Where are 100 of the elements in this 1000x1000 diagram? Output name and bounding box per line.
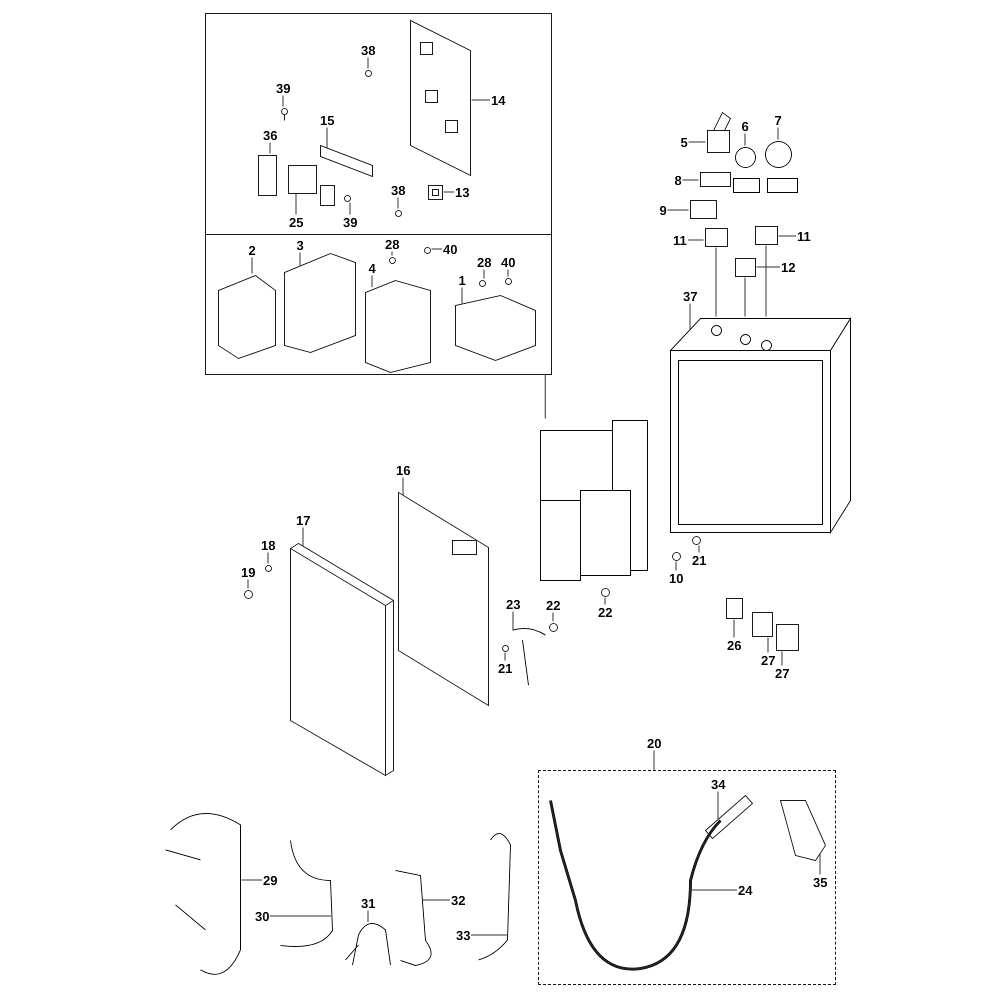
power-supply-drawing	[282, 252, 356, 354]
callout-number: 18	[260, 538, 276, 552]
wire-harness-drawing	[278, 838, 334, 948]
terminal-block-drawing	[286, 164, 336, 206]
callout-number: 10	[668, 570, 684, 586]
wire-harness-drawing	[476, 832, 512, 962]
callout-number: 23	[505, 596, 522, 612]
callout-number: 17	[295, 512, 312, 528]
cable-drawing	[548, 798, 722, 970]
leader-line	[698, 545, 700, 553]
wire-harness-drawing	[164, 812, 242, 976]
bracket-drawing	[426, 184, 444, 200]
callout-number: 38	[360, 42, 376, 58]
component-assembly-drawing	[538, 418, 648, 582]
callout-number: 39	[275, 80, 292, 96]
callout-number: 31	[360, 896, 376, 910]
nut-icon	[364, 68, 372, 78]
callout-number: 24	[737, 882, 754, 898]
callout-number: 20	[646, 736, 662, 750]
callout-number: 28	[384, 236, 400, 252]
callout-number: 21	[691, 552, 708, 568]
washer-icon	[500, 644, 510, 652]
callout-number: 21	[497, 660, 514, 676]
leader-line	[544, 374, 546, 419]
callout-number: 27	[774, 666, 790, 680]
callout-number: 1	[458, 272, 467, 288]
nut-icon	[504, 276, 512, 286]
callout-number: 32	[450, 892, 466, 908]
washer-icon	[264, 564, 272, 572]
callout-number: 5	[680, 134, 689, 150]
callout-number: 40	[500, 254, 516, 270]
wire-harness-drawing	[394, 868, 432, 966]
callout-number: 8	[674, 172, 683, 188]
callout-number: 22	[597, 604, 614, 620]
nut-icon	[690, 534, 702, 546]
callout-number: 15	[319, 112, 336, 128]
contact-block-drawing	[754, 224, 778, 246]
screw-icon	[478, 278, 486, 288]
callout-number: 40	[442, 242, 458, 256]
screw-icon	[242, 588, 254, 600]
leader-line	[504, 652, 506, 661]
leader-line	[282, 95, 284, 107]
callout-number: 7	[774, 112, 783, 128]
callout-number: 14	[490, 92, 506, 108]
callout-number: 13	[454, 184, 470, 200]
cable-gland-drawing	[774, 622, 800, 652]
leader-line	[744, 133, 746, 146]
emergency-stop-drawing	[764, 140, 798, 194]
din-rail-drawing	[318, 144, 374, 178]
callout-number: 4	[368, 260, 377, 276]
mounting-plate-drawing	[408, 18, 472, 176]
nut-icon	[548, 622, 558, 632]
callout-number: 30	[254, 908, 270, 924]
callout-number: 29	[262, 872, 278, 888]
callout-number: 26	[726, 638, 742, 652]
contact-holder-drawing	[698, 170, 732, 188]
nut-icon	[422, 246, 432, 254]
leader-line	[756, 266, 780, 268]
enclosure-drawing	[668, 316, 852, 534]
callout-number: 25	[288, 214, 304, 230]
callout-number: 2	[248, 242, 257, 258]
mounting-plate-drawing	[396, 490, 490, 706]
plug-drawing	[778, 798, 826, 862]
screw-icon	[342, 194, 352, 202]
leader-line	[604, 597, 606, 605]
callout-number: 36	[262, 128, 278, 142]
selector-switch-drawing	[706, 110, 732, 154]
kit-boundary	[538, 770, 836, 985]
cable-gland-drawing	[724, 596, 744, 620]
callout-number: 9	[658, 202, 668, 218]
callout-number: 19	[240, 564, 256, 580]
callout-number: 38	[390, 182, 406, 198]
callout-number: 3	[296, 238, 305, 252]
end-stop-drawing	[256, 154, 278, 196]
motor-starter-drawing	[364, 278, 432, 374]
cable-gland-drawing	[750, 610, 774, 638]
callout-number: 33	[455, 928, 472, 942]
callout-number: 34	[710, 776, 726, 792]
callout-number: 16	[395, 462, 412, 478]
relay-module-drawing	[216, 274, 276, 360]
leader-line	[431, 248, 442, 250]
callout-number: 11	[796, 228, 812, 244]
washer-icon	[670, 550, 682, 562]
inset-frame	[205, 13, 552, 375]
callout-number: 28	[476, 254, 492, 270]
ground-cable-drawing	[510, 626, 546, 686]
leader-line	[302, 527, 304, 546]
nut-icon	[600, 586, 610, 598]
callout-number: 37	[682, 288, 698, 304]
screw-icon	[280, 106, 288, 122]
callout-number: 39	[342, 214, 358, 230]
screw-icon	[388, 256, 396, 264]
callout-number: 27	[760, 652, 776, 668]
callout-number: 12	[780, 260, 796, 274]
push-button-drawing	[732, 146, 760, 194]
leader-line	[552, 612, 554, 622]
callout-number: 11	[672, 232, 688, 248]
wire-harness-drawing	[344, 922, 392, 966]
leader-line	[744, 277, 746, 317]
led-block-drawing	[734, 256, 756, 278]
